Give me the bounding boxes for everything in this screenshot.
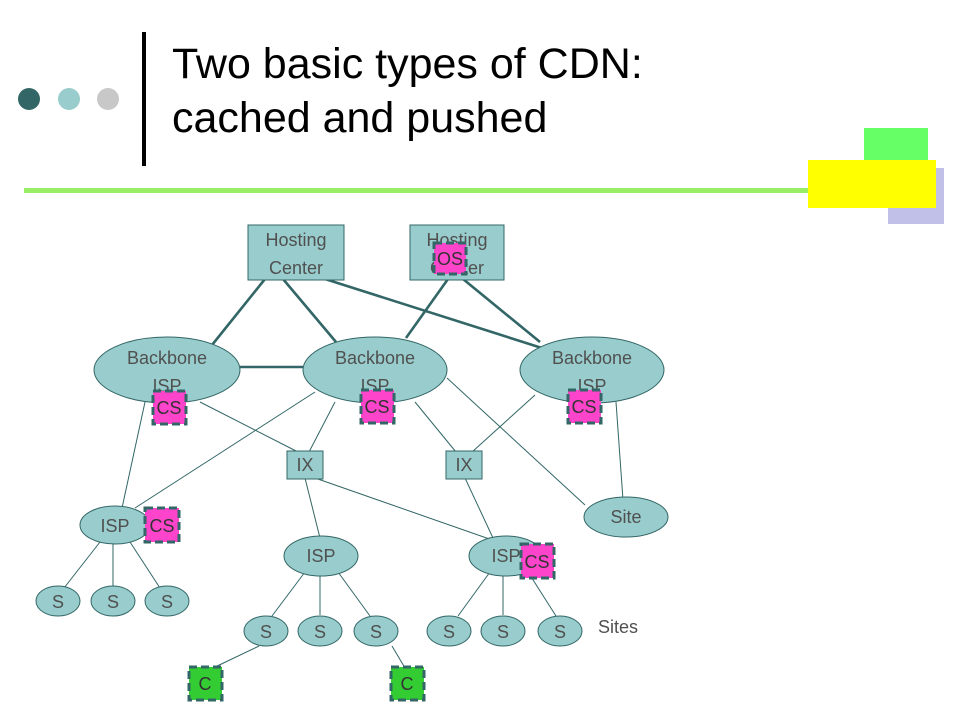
s-label: S <box>497 622 509 642</box>
link <box>199 401 299 453</box>
s-node: S <box>35 585 81 617</box>
link <box>134 391 316 509</box>
link <box>314 477 499 543</box>
accent-yellow-rect <box>808 160 936 208</box>
link <box>446 377 586 506</box>
client: C <box>389 665 426 702</box>
title-vertical-bar <box>142 32 146 166</box>
cache-server-label: CS <box>156 398 181 418</box>
title-line-1: Two basic types of CDN: <box>172 40 643 88</box>
link <box>304 477 321 539</box>
cache-server-label: CS <box>524 552 549 572</box>
s-node: S <box>90 585 136 617</box>
cache-server-label: CS <box>149 516 174 536</box>
cache-server: CS <box>566 388 603 425</box>
client-label: C <box>401 674 414 694</box>
link <box>615 401 624 501</box>
link <box>414 401 457 453</box>
s-node: S <box>297 615 343 647</box>
ix-1: IX <box>286 450 324 480</box>
s-nodes: S S S S S S S S S <box>35 585 583 647</box>
access-links <box>63 377 624 669</box>
dot-dark <box>18 88 40 110</box>
cache-server: CS <box>151 389 188 426</box>
isp-label: ISP <box>306 546 335 566</box>
cache-server: CS <box>143 506 181 544</box>
s-label: S <box>260 622 272 642</box>
link <box>457 571 491 617</box>
isp-label: ISP <box>100 516 129 536</box>
slide-title: Two basic types of CDN: cached and pushe… <box>172 38 643 146</box>
s-label: S <box>370 622 382 642</box>
link <box>308 401 336 453</box>
s-node: S <box>243 615 289 647</box>
link <box>464 477 494 539</box>
link <box>337 571 371 617</box>
dot-gray <box>97 88 119 110</box>
title-line-2: cached and pushed <box>172 93 548 142</box>
isp-2: ISP <box>283 535 359 577</box>
origin-server-label: OS <box>437 249 463 269</box>
link <box>471 394 536 453</box>
isp-1: ISP <box>79 505 151 545</box>
ix-label: IX <box>455 455 472 475</box>
s-label: S <box>554 622 566 642</box>
origin-server: OS <box>432 241 468 276</box>
ix-2: IX <box>445 450 483 480</box>
s-label: S <box>443 622 455 642</box>
s-label: S <box>314 622 326 642</box>
cache-server-label: CS <box>571 397 596 417</box>
s-node: S <box>144 585 190 617</box>
s-label: S <box>107 592 119 612</box>
cache-server: CS <box>359 388 396 425</box>
link <box>271 571 306 617</box>
link <box>462 277 541 344</box>
s-node: S <box>426 615 472 647</box>
link <box>121 401 146 509</box>
site-node: Site <box>583 496 669 538</box>
clients: C C <box>187 665 426 702</box>
link <box>404 278 450 339</box>
cache-servers: CS CS CS CS CS <box>143 388 603 580</box>
backbone-links <box>206 277 546 369</box>
link <box>212 645 260 669</box>
link <box>391 645 406 669</box>
s-label: S <box>161 592 173 612</box>
cache-server-label: CS <box>364 397 389 417</box>
title-underline <box>24 188 854 193</box>
link <box>129 541 161 589</box>
client: C <box>187 665 224 702</box>
link <box>324 277 546 351</box>
cache-server: CS <box>519 542 556 580</box>
s-node: S <box>480 615 526 647</box>
link <box>63 541 101 589</box>
link <box>206 278 267 351</box>
site-label: Site <box>610 507 641 527</box>
s-node: S <box>353 615 399 647</box>
s-node: S <box>537 615 583 647</box>
isp-label: ISP <box>491 546 520 566</box>
header-decoration <box>18 32 944 224</box>
ix-label: IX <box>296 455 313 475</box>
s-label: S <box>52 592 64 612</box>
client-label: C <box>199 674 212 694</box>
dot-teal <box>58 88 80 110</box>
link <box>282 278 337 343</box>
sites-caption: Sites <box>598 617 638 637</box>
